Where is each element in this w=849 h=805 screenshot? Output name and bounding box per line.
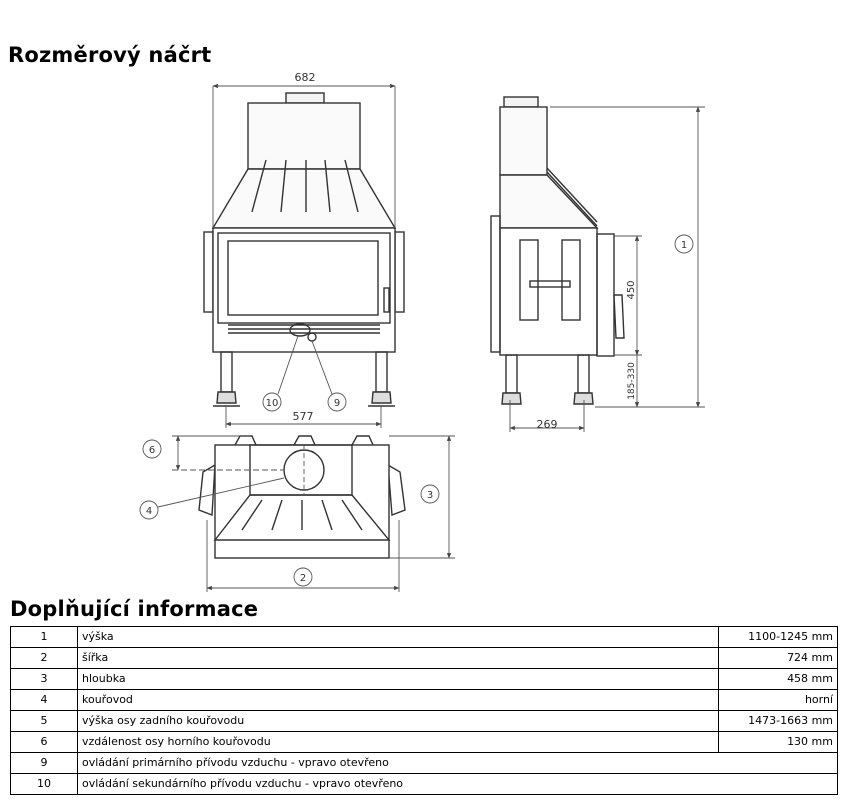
row-label: šířka [77,647,719,669]
row-label: vzdálenost osy horního kouřovodu [77,731,719,753]
row-value: 130 mm [718,731,838,753]
row-label: výška [77,626,719,648]
row-label: hloubka [77,668,719,690]
table-row: 10 ovládání sekundárního přívodu vzduchu… [10,773,838,795]
top-dimensions [139,435,455,592]
dim-front-height: 450 [626,280,637,299]
callout-1: 1 [681,240,687,251]
dim-legs-width: 577 [293,410,314,423]
callout-6: 6 [149,445,155,456]
section-title-info: Doplňující informace [10,597,259,621]
table-row: 5 výška osy zadního kouřovodu 1473-1663 … [10,710,838,732]
side-dimensions [509,106,705,432]
row-number: 2 [10,647,78,669]
callout-2: 2 [300,573,306,584]
side-view [490,96,625,405]
row-number: 3 [10,668,78,690]
row-value: 724 mm [718,647,838,669]
dim-leg-height: 185-330 [627,362,637,400]
row-number: 1 [10,626,78,648]
row-value: 1100-1245 mm [718,626,838,648]
row-number: 9 [10,752,78,774]
info-table: 1 výška 1100-1245 mm 2 šířka 724 mm 3 hl… [10,626,838,795]
table-row: 2 šířka 724 mm [10,647,838,669]
top-view [198,435,406,559]
row-number: 6 [10,731,78,753]
row-label: ovládání sekundárního přívodu vzduchu - … [77,773,838,795]
dim-top-width: 682 [295,71,316,84]
callout-3: 3 [427,490,433,501]
front-view [203,92,405,407]
row-value: 1473-1663 mm [718,710,838,732]
row-number: 5 [10,710,78,732]
table-row: 4 kouřovod horní [10,689,838,711]
callout-4: 4 [146,506,152,517]
row-label: ovládání primárního přívodu vzduchu - vp… [77,752,838,774]
table-row: 3 hloubka 458 mm [10,668,838,690]
dimension-drawing: 682 577 10 9 [139,71,705,592]
table-row: 6 vzdálenost osy horního kouřovodu 130 m… [10,731,838,753]
row-number: 10 [10,773,78,795]
row-label: kouřovod [77,689,719,711]
table-row: 9 ovládání primárního přívodu vzduchu - … [10,752,838,774]
row-label: výška osy zadního kouřovodu [77,710,719,732]
row-value: horní [718,689,838,711]
section-title-sketch: Rozměrový náčrt [8,43,212,67]
callout-10: 10 [266,398,279,409]
table-row: 1 výška 1100-1245 mm [10,626,838,648]
dim-side-depth: 269 [537,418,558,431]
front-dimensions [212,83,396,428]
row-number: 4 [10,689,78,711]
callout-9: 9 [334,398,340,409]
row-value: 458 mm [718,668,838,690]
